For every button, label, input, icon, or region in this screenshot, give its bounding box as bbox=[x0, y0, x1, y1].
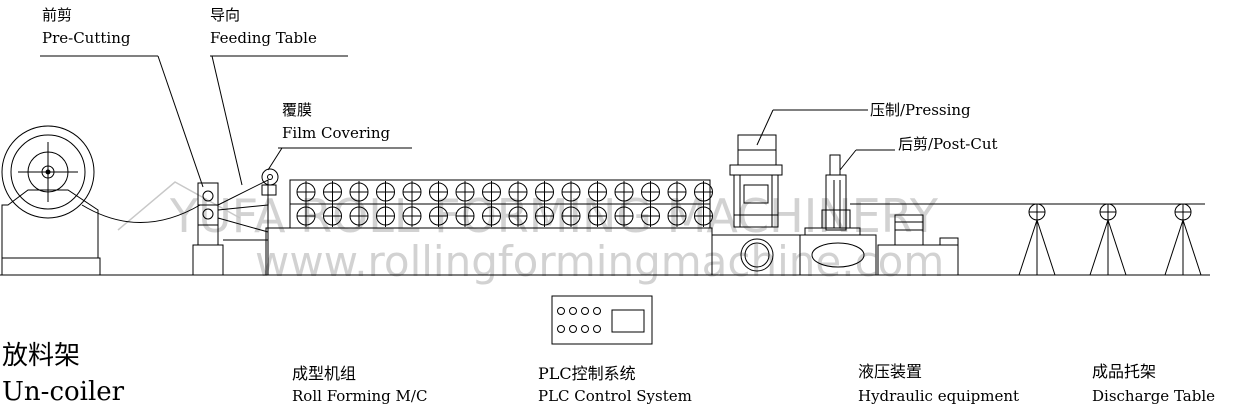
roller-stand bbox=[349, 181, 369, 227]
hydraulic-label-zh: 液压装置 bbox=[858, 362, 923, 381]
hydraulic-label-en: Hydraulic equipment bbox=[858, 387, 1020, 405]
watermark-line2: www.rollingformingmachine.com bbox=[255, 237, 944, 286]
film-covering-label-en: Film Covering bbox=[282, 124, 391, 142]
feeding-table-drawing bbox=[217, 179, 269, 275]
plc-button bbox=[581, 325, 589, 333]
roller-stand bbox=[296, 181, 316, 227]
film-covering-drawing bbox=[261, 168, 279, 196]
roller-stand bbox=[667, 181, 687, 227]
discharge-stand bbox=[1164, 203, 1202, 276]
strip-path bbox=[81, 204, 201, 223]
hydraulic-unit-drawing bbox=[877, 214, 959, 276]
roller-stand bbox=[508, 181, 528, 227]
roller-stand bbox=[588, 181, 607, 227]
feeding-table-label-zh: 导向 bbox=[210, 6, 241, 24]
uncoiler-label-zh: 放料架 bbox=[2, 341, 81, 371]
discharge-label-en: Discharge Table bbox=[1092, 387, 1216, 405]
plc-button bbox=[581, 307, 589, 315]
feeding-table-label-en: Feeding Table bbox=[210, 29, 317, 47]
pre-cutting-drawing bbox=[192, 182, 224, 276]
roller-stand bbox=[323, 181, 342, 227]
pressing-station-drawing bbox=[711, 134, 877, 276]
roller-stand bbox=[402, 181, 422, 227]
roller-stand bbox=[614, 181, 634, 227]
film-covering-label-zh: 覆膜 bbox=[282, 101, 313, 119]
plc-label-en: PLC Control System bbox=[538, 387, 692, 405]
post-cut-drawing bbox=[821, 154, 851, 231]
discharge-tables-drawing bbox=[850, 203, 1205, 276]
pre-cutting-label-zh: 前剪 bbox=[42, 6, 73, 24]
roller-stand bbox=[429, 181, 448, 227]
roller-stand bbox=[482, 181, 501, 227]
roller-stand bbox=[561, 181, 581, 227]
plc-button bbox=[557, 325, 565, 333]
plc-button bbox=[569, 325, 577, 333]
plc-button bbox=[593, 325, 601, 333]
discharge-stand bbox=[1018, 203, 1056, 276]
plc-button bbox=[557, 307, 565, 315]
roll-forming-label-en: Roll Forming M/C bbox=[292, 387, 428, 405]
roller-stand bbox=[641, 181, 660, 227]
roller-stand bbox=[694, 181, 713, 227]
pre-cutting-label-en: Pre-Cutting bbox=[42, 29, 131, 47]
plc-button bbox=[593, 307, 601, 315]
roll-forming-label-zh: 成型机组 bbox=[292, 364, 357, 383]
post-cut-label: 后剪/Post-Cut bbox=[898, 135, 998, 153]
plc-label-zh: PLC控制系统 bbox=[538, 364, 636, 383]
roller-stand bbox=[535, 181, 554, 227]
plc-button bbox=[569, 307, 577, 315]
roller-stand bbox=[455, 181, 475, 227]
discharge-stand bbox=[1089, 203, 1127, 276]
plc-panel-drawing bbox=[551, 295, 653, 345]
uncoiler-label-en: Un-coiler bbox=[2, 377, 125, 407]
roll-forming-drawing bbox=[265, 179, 713, 276]
watermark: YUFA ROLL FORMING MACHINERY www.rollingf… bbox=[117, 181, 944, 286]
roller-stand bbox=[376, 181, 395, 227]
discharge-label-zh: 成品托架 bbox=[1092, 362, 1157, 381]
pressing-label: 压制/Pressing bbox=[870, 101, 971, 119]
callout-leaders bbox=[40, 55, 895, 188]
uncoiler-drawing bbox=[1, 125, 101, 276]
